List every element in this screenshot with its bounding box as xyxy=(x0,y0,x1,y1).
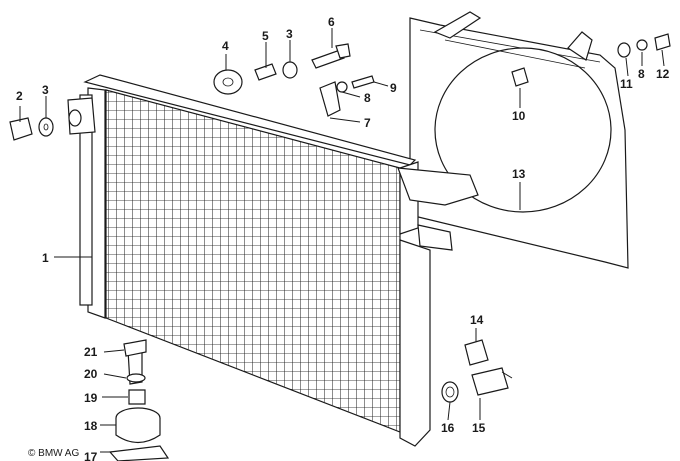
callout-14: 14 xyxy=(470,313,484,327)
callout-16: 16 xyxy=(441,421,455,435)
bracket-part xyxy=(319,81,341,117)
clip-part xyxy=(9,117,33,141)
screw-part xyxy=(311,49,345,69)
washer-part-top xyxy=(282,61,298,79)
callout-17: 17 xyxy=(84,450,98,461)
callout-labels: 1 2 3 4 5 3 6 7 8 9 10 11 8 12 13 14 15 … xyxy=(16,15,670,461)
callout-1: 1 xyxy=(42,251,49,265)
bolt-part xyxy=(351,75,375,89)
callout-9: 9 xyxy=(390,81,397,95)
callout-4: 4 xyxy=(222,39,229,53)
screw-part-12 xyxy=(654,33,671,51)
washer-part-11 xyxy=(617,42,631,58)
bracket-part-17 xyxy=(108,445,170,461)
callout-2: 2 xyxy=(16,89,23,103)
seal-ring-part xyxy=(441,381,459,403)
callout-19: 19 xyxy=(84,391,98,405)
radiator xyxy=(67,74,479,447)
fan-shroud xyxy=(409,11,629,269)
plug-part xyxy=(464,339,489,366)
callout-21: 21 xyxy=(84,345,98,359)
shroud-clip-part xyxy=(511,67,529,87)
callout-8: 8 xyxy=(364,91,371,105)
callout-10: 10 xyxy=(512,109,526,123)
sleeve-part-19 xyxy=(128,389,146,405)
washer-part xyxy=(38,117,54,137)
callout-15: 15 xyxy=(472,421,486,435)
callout-18: 18 xyxy=(84,419,98,433)
leader-lines xyxy=(19,28,665,453)
washer-part-8 xyxy=(336,81,348,93)
rubber-bush-part xyxy=(213,69,243,95)
callout-3: 3 xyxy=(42,83,49,97)
washer-part-20 xyxy=(126,373,146,383)
callout-8-right: 8 xyxy=(638,67,645,81)
callout-3-top: 3 xyxy=(286,27,293,41)
callout-11: 11 xyxy=(620,77,633,91)
callout-7: 7 xyxy=(364,116,371,130)
callout-5: 5 xyxy=(262,29,269,43)
callout-20: 20 xyxy=(84,367,98,381)
copyright-notice: © BMW AG xyxy=(28,448,79,459)
callout-13: 13 xyxy=(512,167,526,181)
callout-12: 12 xyxy=(656,67,670,81)
washer-part-8b xyxy=(636,39,648,51)
hardware-parts xyxy=(9,33,671,461)
temperature-switch-part xyxy=(471,367,509,396)
callout-6: 6 xyxy=(328,15,335,29)
